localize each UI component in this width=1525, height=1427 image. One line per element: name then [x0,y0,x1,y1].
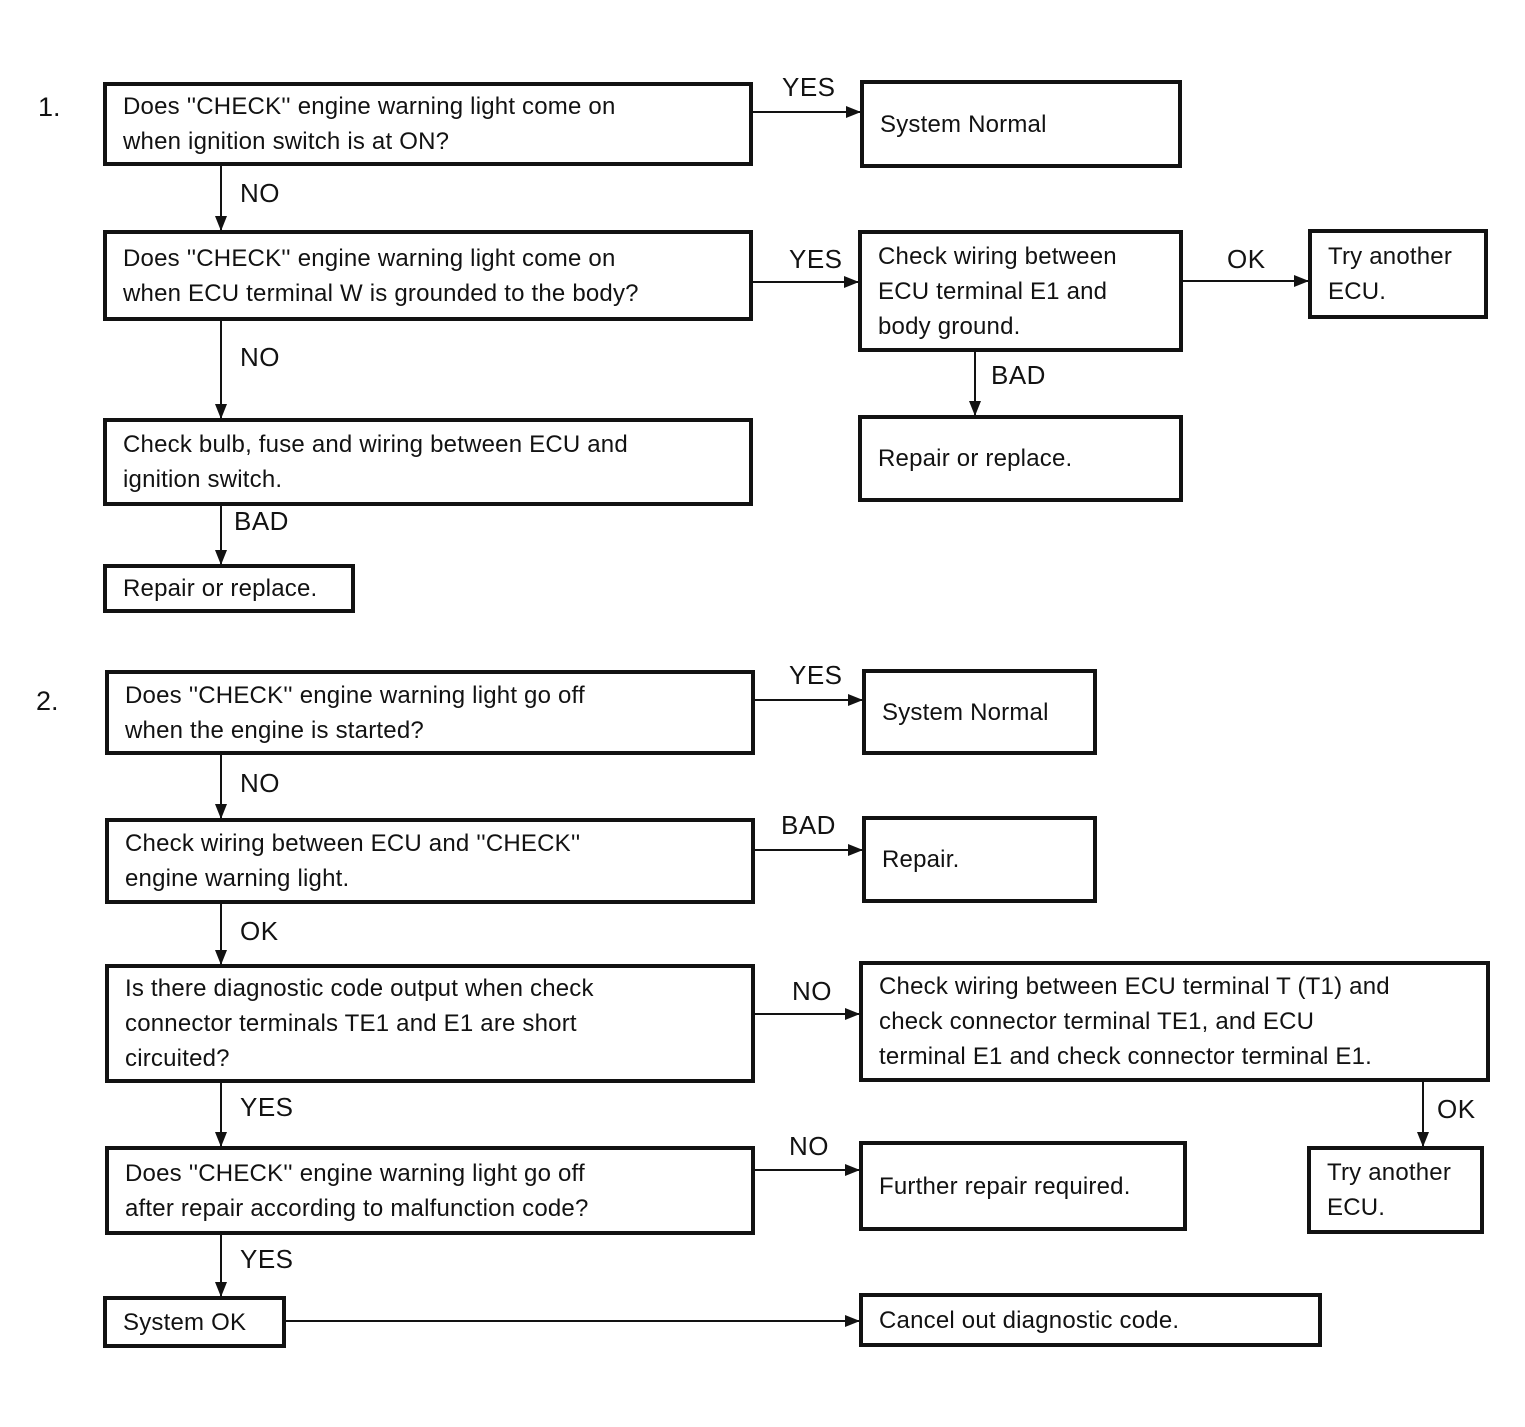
flow-box-check-light-terminal-w: Does ''CHECK'' engine warning light come… [103,230,753,321]
edge-label-ok: OK [240,916,279,946]
connector-s1-q2-yes-arrow [753,281,858,283]
flow-box-system-normal-1: System Normal [860,80,1182,168]
flow-box-cancel-diagnostic-code: Cancel out diagnostic code. [859,1293,1322,1347]
connector-s2-q1-yes-arrow [755,699,862,701]
flow-box-system-ok: System OK [103,1296,286,1348]
connector-s1-bad-left-arrow [220,506,222,564]
connector-s2-q3-no-arrow [755,1169,859,1171]
flow-box-repair-or-replace-right: Repair or replace. [858,415,1183,502]
edge-label-yes: YES [789,244,843,274]
edge-label-bad: BAD [991,360,1046,390]
flow-box-check-light-ignition-on: Does ''CHECK'' engine warning light come… [103,82,753,166]
flow-box-diagnostic-code-output: Is there diagnostic code output when che… [105,964,755,1083]
edge-label-yes: YES [240,1244,294,1274]
connector-s1-bad-right-arrow [974,352,976,415]
flow-box-check-bulb-fuse-wiring: Check bulb, fuse and wiring between ECU … [103,418,753,506]
edge-label-bad: BAD [234,506,289,536]
connector-s1-q1-yes-arrow [753,111,860,113]
connector-s1-ok-arrow [1183,280,1308,282]
connector-s2-ok-arrow [220,904,222,964]
connector-s2-ok2-arrow [1422,1082,1424,1146]
edge-label-yes: YES [789,660,843,690]
edge-label-bad: BAD [781,810,836,840]
connector-s2-q2-no-arrow [755,1013,859,1015]
flow-box-repair: Repair. [862,816,1097,903]
edge-label-yes: YES [782,72,836,102]
connector-s2-system-ok-arrow [286,1320,859,1322]
flow-box-check-wiring-warning-light: Check wiring between ECU and ''CHECK'' e… [105,818,755,904]
flow-box-further-repair-required: Further repair required. [859,1141,1187,1231]
edge-label-no: NO [240,342,280,372]
edge-label-ok: OK [1437,1094,1476,1124]
section-1-number: 1. [38,92,61,122]
flow-box-light-go-off-engine-started: Does ''CHECK'' engine warning light go o… [105,670,755,755]
section-2-number: 2. [36,686,59,716]
connector-s2-q1-no-arrow [220,755,222,818]
edge-label-no: NO [240,178,280,208]
edge-label-no: NO [789,1131,829,1161]
flow-box-check-wiring-t-te1-e1: Check wiring between ECU terminal T (T1)… [859,961,1490,1082]
connector-s1-q2-no-arrow [220,321,222,418]
flow-box-try-another-ecu-2: Try another ECU. [1307,1146,1484,1234]
connector-s2-bad-arrow [755,849,862,851]
edge-label-ok: OK [1227,244,1266,274]
flow-box-repair-or-replace-left: Repair or replace. [103,564,355,613]
connector-s1-q1-no-arrow [220,166,222,230]
edge-label-no: NO [792,976,832,1006]
flow-box-system-normal-2: System Normal [862,669,1097,755]
flow-box-light-go-off-after-repair: Does ''CHECK'' engine warning light go o… [105,1146,755,1235]
connector-s2-q2-yes-arrow [220,1083,222,1146]
flow-box-try-another-ecu-1: Try another ECU. [1308,229,1488,319]
edge-label-no: NO [240,768,280,798]
flow-box-check-wiring-e1-ground: Check wiring between ECU terminal E1 and… [858,230,1183,352]
connector-s2-q3-yes-arrow [220,1235,222,1296]
edge-label-yes: YES [240,1092,294,1122]
